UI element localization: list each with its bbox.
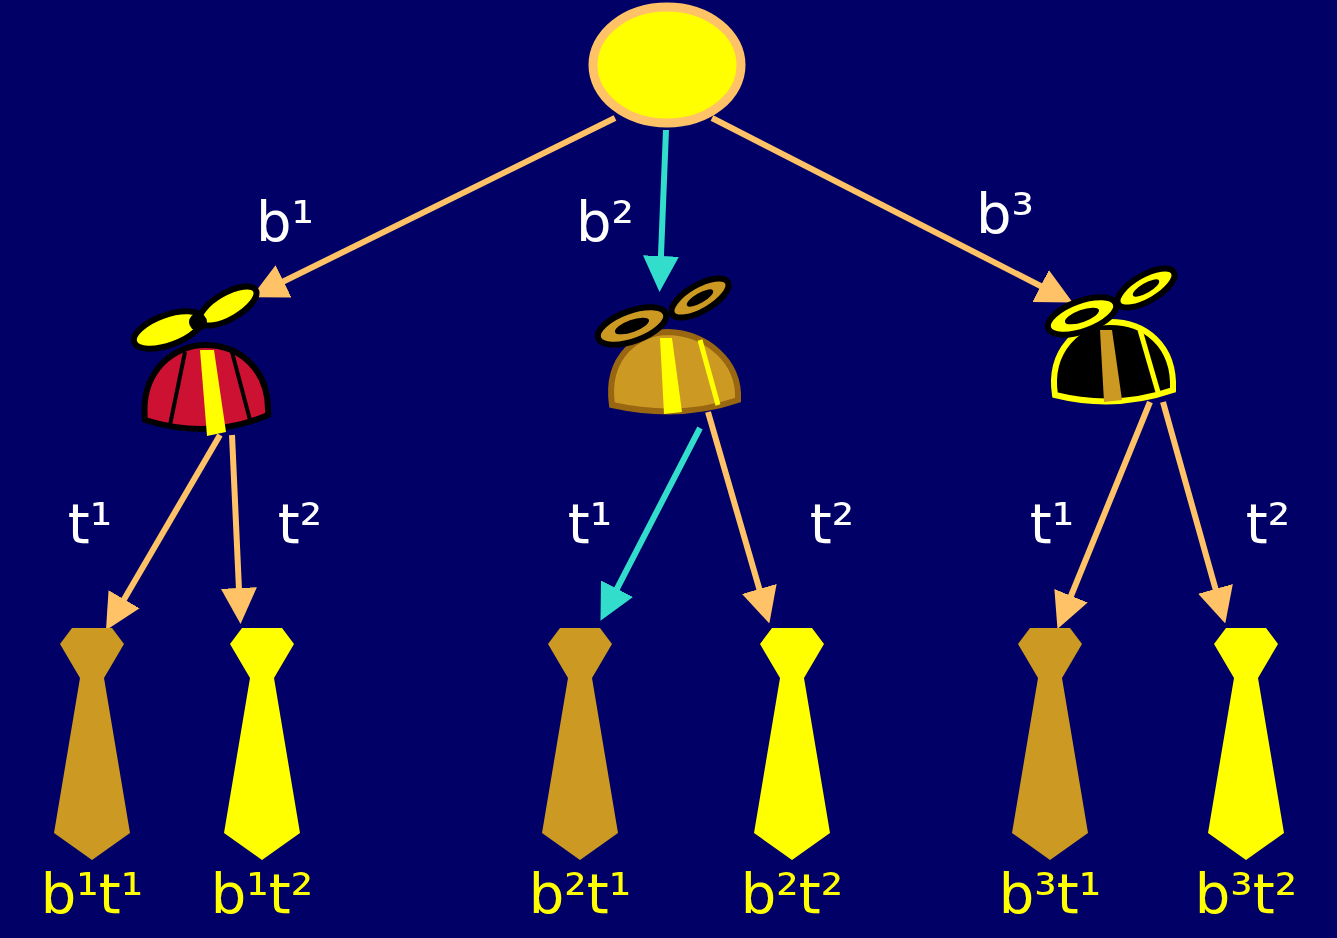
branch-label: t²: [278, 492, 322, 556]
hat-black: [1043, 261, 1180, 402]
branch-arrows: [112, 118, 1222, 620]
tie-node: b²t¹: [525, 628, 636, 925]
branch-label: t²: [1246, 492, 1290, 556]
tie-node: b³t²: [1191, 628, 1302, 925]
outcome-label: b¹t¹: [37, 863, 148, 925]
outcome-label: b³t¹: [995, 863, 1106, 925]
tie-shape: [212, 628, 312, 863]
tie-node: b¹t¹: [37, 628, 148, 925]
tie-shape: [530, 628, 630, 863]
branch-label: t¹: [68, 492, 112, 556]
outcome-label: b¹t²: [207, 863, 318, 925]
tie-shape: [42, 628, 142, 863]
tie-node: b²t²: [737, 628, 848, 925]
branch-label: b²: [576, 190, 634, 254]
outcome-label: b²t¹: [525, 863, 636, 925]
tie-shape: [742, 628, 842, 863]
tie-node: b³t¹: [995, 628, 1106, 925]
branch-label: t¹: [568, 492, 612, 556]
outcome-label: b²t²: [737, 863, 848, 925]
branch-label: t²: [810, 492, 854, 556]
tie-node: b¹t²: [207, 628, 318, 925]
root-ellipse: [593, 7, 741, 123]
tie-shape: [1196, 628, 1296, 863]
branch-label: t¹: [1030, 492, 1074, 556]
tie-shape: [1000, 628, 1100, 863]
branch-label: b¹: [256, 190, 314, 254]
hat-red: [129, 279, 268, 436]
branch-label: b³: [976, 182, 1034, 246]
hat-brown: [593, 271, 738, 414]
outcome-label: b³t²: [1191, 863, 1302, 925]
